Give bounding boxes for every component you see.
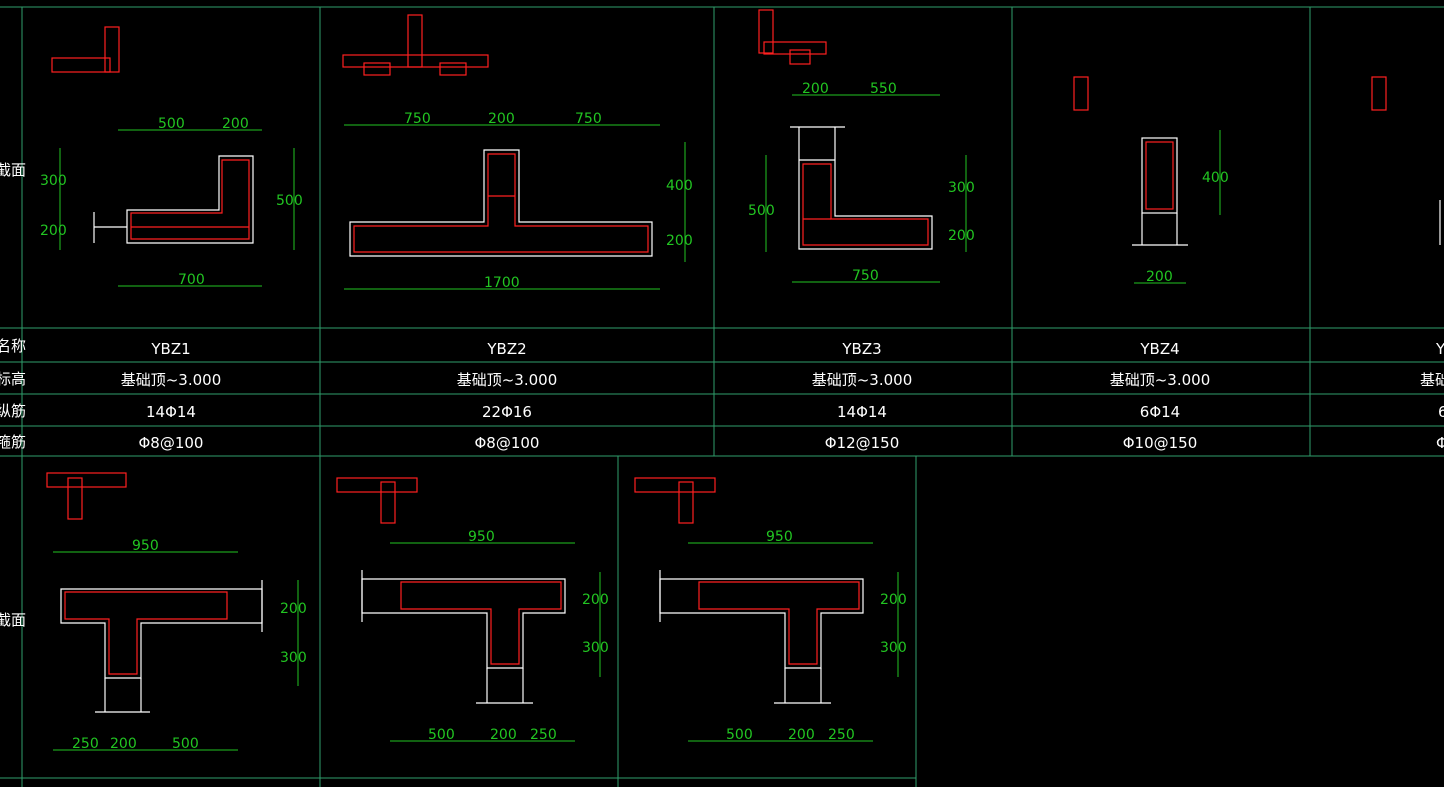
cell-stirrup-ybz3: Φ12@150	[825, 434, 900, 452]
dims-lower-1: 950 200 300 250 200 500	[53, 538, 307, 752]
cell-name-ybz2: YBZ2	[486, 340, 526, 358]
table-row-long-bar: 14Φ14 22Φ16 14Φ14 6Φ14 6	[146, 403, 1444, 421]
cell-stirrup-ybz4: Φ10@150	[1123, 434, 1198, 452]
cell-long-bar-ybz1: 14Φ14	[146, 403, 196, 421]
section-ybz3[interactable]: 200 550 750 500 300 200	[748, 9, 975, 284]
dim-lower-3-bottom-b: 200	[788, 727, 815, 743]
cell-elevation-ybz2: 基础顶~3.000	[457, 371, 558, 389]
dim-ybz3-top-b: 550	[870, 81, 897, 97]
dims-ybz1: 500 200 700 300 200 500	[40, 116, 303, 288]
cell-stirrup-partial: Φ	[1436, 434, 1444, 452]
dim-ybz2-top-b: 200	[488, 111, 515, 127]
row-label-section: 截面	[0, 161, 26, 179]
key-plan-ybz3	[758, 9, 827, 65]
cell-name-ybz1: YBZ1	[150, 340, 190, 358]
cell-long-bar-partial: 6	[1438, 403, 1444, 421]
dims-ybz2: 750 200 750 1700 400 200	[344, 111, 693, 291]
dim-ybz3-right-b: 200	[948, 228, 975, 244]
table-row-stirrup: Φ8@100 Φ8@100 Φ12@150 Φ10@150 Φ	[139, 434, 1444, 452]
cell-name-ybz3: YBZ3	[841, 340, 881, 358]
dim-ybz3-top-a: 200	[802, 81, 829, 97]
dim-lower-2-top: 950	[468, 529, 495, 545]
cell-elevation-ybz3: 基础顶~3.000	[812, 371, 913, 389]
dim-ybz2-right-b: 200	[666, 233, 693, 249]
table-grid	[0, 6, 1444, 787]
dim-lower-2-bottom-b: 200	[490, 727, 517, 743]
table-row-elevation: 基础顶~3.000 基础顶~3.000 基础顶~3.000 基础顶~3.000 …	[121, 371, 1444, 389]
dim-lower-1-bottom-b: 200	[110, 736, 137, 752]
dim-ybz2-top-a: 750	[404, 111, 431, 127]
dim-lower-3-bottom-c: 250	[828, 727, 855, 743]
dim-lower-1-right-a: 200	[280, 601, 307, 617]
dims-ybz3: 200 550 750 500 300 200	[748, 81, 975, 284]
dim-ybz3-right-a: 300	[948, 180, 975, 196]
row-label-elevation: 标高	[0, 370, 26, 388]
dim-ybz1-bottom: 700	[178, 272, 205, 288]
dim-ybz1-left-a: 300	[40, 173, 67, 189]
dim-lower-1-top: 950	[132, 538, 159, 554]
section-ybz1[interactable]: 500 200 700 300 200 500	[40, 26, 303, 288]
dim-lower-1-bottom-a: 250	[72, 736, 99, 752]
dim-lower-2-right-a: 200	[582, 592, 609, 608]
cell-long-bar-ybz3: 14Φ14	[837, 403, 887, 421]
dim-lower-2-right-b: 300	[582, 640, 609, 656]
section-lower-2[interactable]: 950 200 300 500 200 250	[336, 477, 609, 743]
cell-stirrup-ybz1: Φ8@100	[139, 434, 204, 452]
dim-lower-2-bottom-c: 250	[530, 727, 557, 743]
key-plan-lower-1	[46, 472, 127, 520]
dim-ybz1-top-b: 200	[222, 116, 249, 132]
key-plan-ybz1	[51, 26, 120, 73]
cell-elevation-partial: 基础	[1420, 371, 1444, 389]
dim-ybz1-right: 500	[276, 193, 303, 209]
dim-lower-3-right-a: 200	[880, 592, 907, 608]
dims-lower-3: 950 200 300 500 200 250	[688, 529, 907, 743]
cell-elevation-ybz1: 基础顶~3.000	[121, 371, 222, 389]
key-plan-ybz4	[1073, 76, 1089, 111]
dims-lower-2: 950 200 300 500 200 250	[390, 529, 609, 743]
section-ybz2[interactable]: 750 200 750 1700 400 200	[342, 14, 693, 291]
dim-ybz1-top-a: 500	[158, 116, 185, 132]
key-plan-lower-3	[634, 477, 716, 524]
section-ybz4[interactable]: 200 400	[1073, 76, 1229, 285]
row-label-section-2: 截面	[0, 611, 26, 629]
dim-ybz2-bottom: 1700	[484, 275, 520, 291]
table-row-name: YBZ1 YBZ2 YBZ3 YBZ4 Y	[150, 340, 1444, 358]
dim-ybz2-top-c: 750	[575, 111, 602, 127]
dim-lower-1-right-b: 300	[280, 650, 307, 666]
dim-ybz1-left-b: 200	[40, 223, 67, 239]
row-label-stirrup: 箍筋	[0, 433, 26, 451]
key-plan-lower-2	[336, 477, 418, 524]
cell-long-bar-ybz2: 22Φ16	[482, 403, 532, 421]
cell-stirrup-ybz2: Φ8@100	[475, 434, 540, 452]
key-plan-ybz2	[342, 14, 489, 76]
dim-lower-3-right-b: 300	[880, 640, 907, 656]
dim-ybz3-left: 500	[748, 203, 775, 219]
dim-ybz3-bottom: 750	[852, 268, 879, 284]
cell-elevation-ybz4: 基础顶~3.000	[1110, 371, 1211, 389]
dim-lower-2-bottom-a: 500	[428, 727, 455, 743]
dim-ybz2-right-a: 400	[666, 178, 693, 194]
row-label-long-bar: 纵筋	[0, 402, 26, 420]
dim-lower-3-bottom-a: 500	[726, 727, 753, 743]
row-label-name: 名称	[0, 337, 26, 355]
cell-name-ybz4: YBZ4	[1139, 340, 1179, 358]
dim-lower-1-bottom-c: 500	[172, 736, 199, 752]
section-lower-3[interactable]: 950 200 300 500 200 250	[634, 477, 907, 743]
section-lower-1[interactable]: 950 200 300 250 200 500	[46, 472, 307, 752]
dim-ybz4-right: 400	[1202, 170, 1229, 186]
cell-long-bar-ybz4: 6Φ14	[1140, 403, 1180, 421]
dim-lower-3-top: 950	[766, 529, 793, 545]
dim-ybz4-bottom: 200	[1146, 269, 1173, 285]
dims-ybz4: 200 400	[1134, 130, 1229, 285]
cell-name-partial: Y	[1435, 340, 1444, 358]
section-ybz5-partial[interactable]	[1371, 76, 1441, 245]
